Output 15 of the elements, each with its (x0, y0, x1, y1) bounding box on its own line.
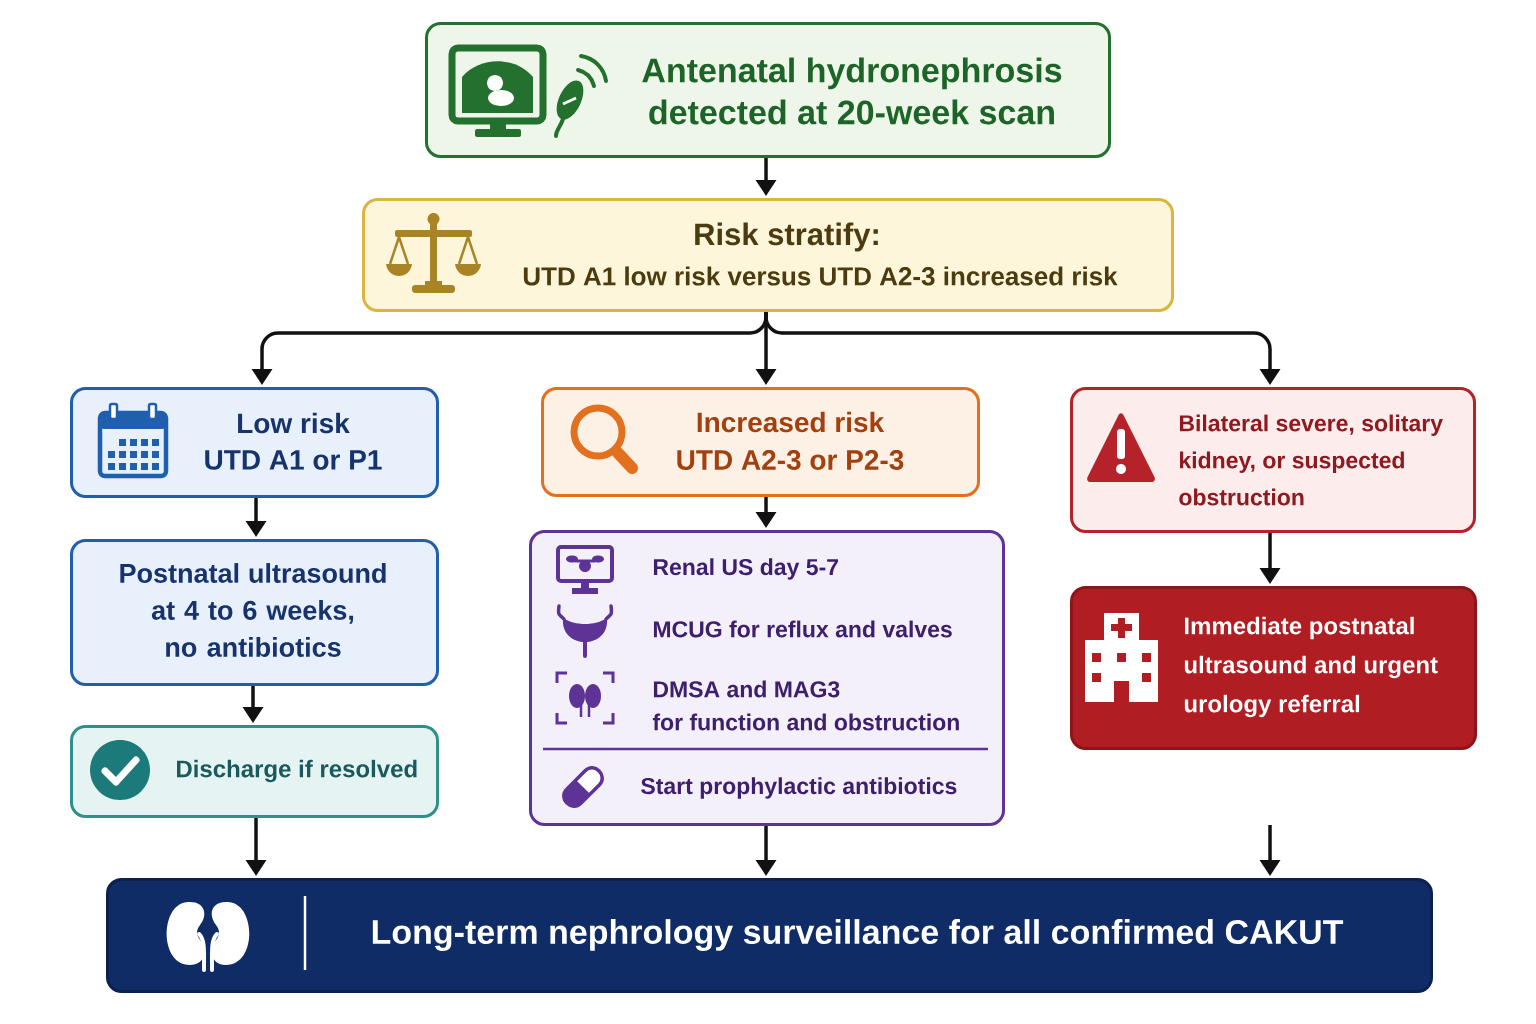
process-box: Antenatal hydronephrosis detected at 20-week scan (425, 22, 1111, 158)
process-box: Risk stratify: UTD A1 low risk versus UTD A2-3 increased risk (362, 198, 1174, 312)
banner: Long-term nephrology surveillance for all confirmed CAKUT (106, 878, 1433, 993)
process-box: Discharge if resolved (70, 725, 439, 818)
process-box: Increased risk UTD A2-3 or P2-3 (541, 387, 980, 497)
process-box: Postnatal ultrasound at 4 to 6 weeks, no antibiotics (70, 539, 439, 686)
node-label: Start prophylactic antibiotics (641, 777, 957, 799)
process-box: Renal US day 5-7 MCUG for reflux and valves DMSA and MAG3 for function and obstruction Start prophylactic antibiotics (529, 530, 1005, 826)
node-label: MCUG for reflux and valves (653, 620, 952, 638)
node-label: for function and obstruction (652, 713, 959, 731)
node-label: Renal US day 5-7 (653, 558, 838, 580)
process-box: Bilateral severe, solitary kidney, or suspected obstruction (1070, 387, 1476, 533)
node-label: DMSA and MAG3 (653, 680, 840, 698)
process-box: Low risk UTD A1 or P1 (70, 387, 439, 498)
process-box: Immediate postnatal ultrasound and urgent urology referral (1070, 586, 1477, 750)
